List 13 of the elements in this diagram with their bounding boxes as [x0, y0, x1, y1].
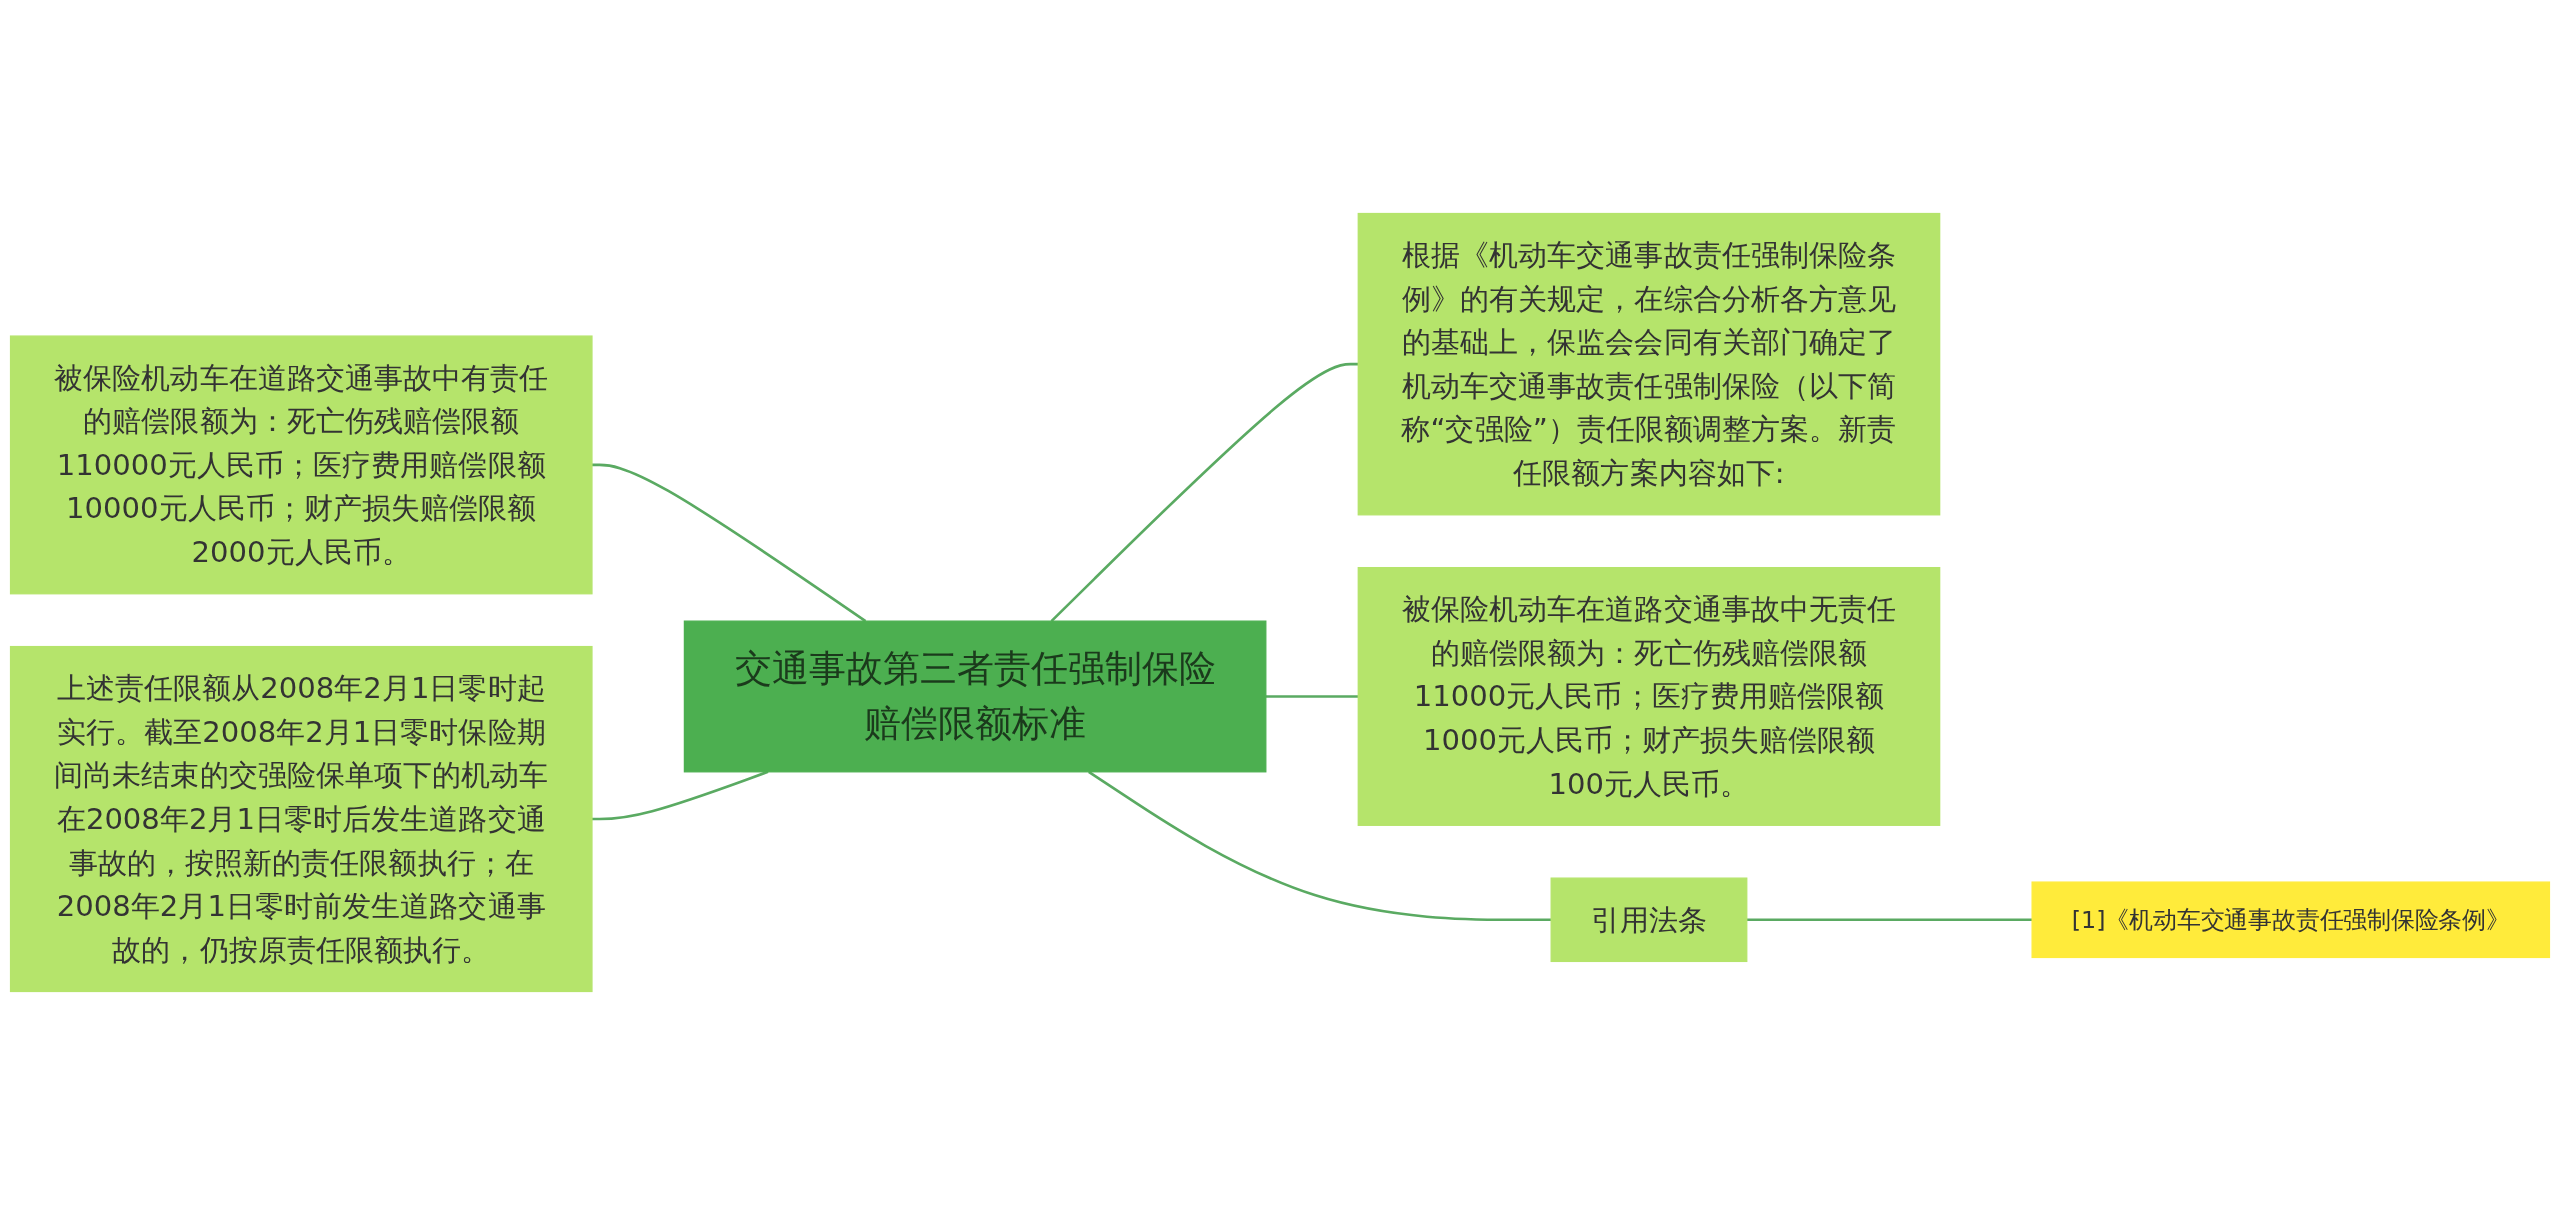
node-box: 交通事故第三者责任强制保险赔偿限额标准 [683, 620, 1267, 773]
connector [591, 463, 867, 623]
node-box: 引用法条 [1550, 877, 1748, 963]
connector [1746, 918, 2033, 922]
node-box: 被保险机动车在道路交通事故中有责任的赔偿限额为：死亡伤残赔偿限额110000元人民币；医疗费用赔偿限额10000元人民币；财产损失赔偿限额2000元人民币。 [9, 335, 593, 595]
connector [1050, 362, 1359, 623]
connector [1265, 695, 1359, 698]
node-box: 根据《机动车交通事故责任强制保险条例》的有关规定，在综合分析各方意见的基础上，保监会会同有关部门确定了机动车交通事故责任强制保险（以下简称“交强险”）责任限额调整方案。新责任限额方案内容如下: [1357, 212, 1941, 516]
node-box: [1]《机动车交通事故责任强制保险条例》 [2031, 881, 2551, 959]
connector [591, 770, 769, 821]
node-box: 上述责任限额从2008年2月1日零时起实行。截至2008年2月1日零时保险期间尚未结束的交强险保单项下的机动车在2008年2月1日零时后发生道路交通事故的，按照新的责任限额执行；在2008年2月1日零时前发生道路交通事故的，仍按原责任限额执行。 [9, 645, 593, 993]
connector [1088, 770, 1552, 922]
node-box: 被保险机动车在道路交通事故中无责任的赔偿限额为：死亡伤残赔偿限额11000元人民币；医疗费用赔偿限额1000元人民币；财产损失赔偿限额100元人民币。 [1357, 567, 1941, 826]
